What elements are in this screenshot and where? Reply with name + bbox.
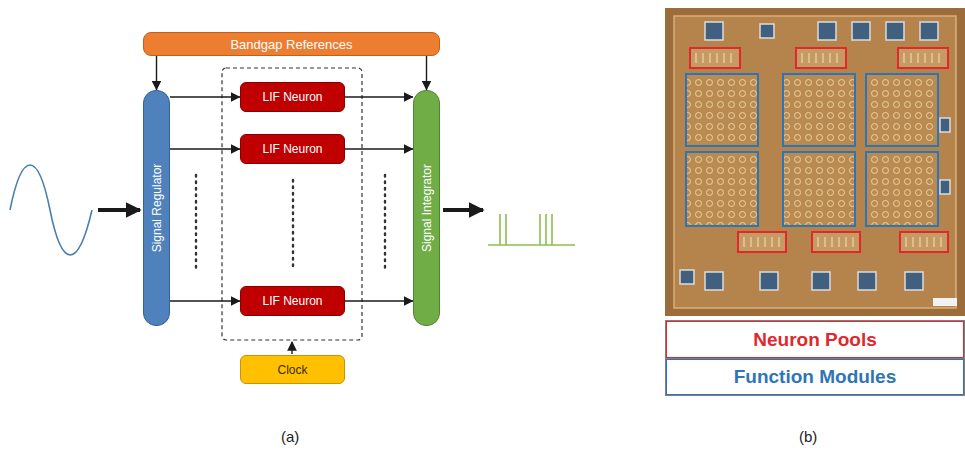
figure-shape	[686, 74, 758, 146]
figure-shape	[674, 16, 956, 308]
regulator-bar: Signal Regulator	[143, 90, 170, 326]
figure-shape	[933, 298, 957, 306]
figure-shape	[898, 48, 948, 68]
figure-shape	[690, 48, 948, 252]
figure-shape	[796, 48, 846, 68]
legend-row: Neuron Pools	[666, 321, 964, 358]
figure-shape	[696, 53, 941, 247]
ellipsis-dots	[292, 180, 294, 270]
sine-wave	[10, 165, 92, 255]
signal-arrow	[345, 148, 413, 149]
node-label: LIF Neuron	[262, 90, 322, 104]
node-label: LIF Neuron	[262, 294, 322, 308]
figure-shape	[760, 272, 778, 290]
figure-shape	[783, 74, 855, 146]
ellipsis-dots	[384, 175, 386, 270]
signal-arrow	[170, 300, 240, 301]
chip-photo	[665, 8, 965, 316]
signal-arrow	[345, 96, 413, 97]
reference-bar: Bandgap References	[143, 32, 440, 56]
panel-label: (b)	[799, 428, 817, 445]
figure-shape	[665, 8, 965, 316]
node-label: Signal Integrator	[420, 164, 434, 252]
legend-text: Function Modules	[734, 366, 897, 388]
signal-arrow	[170, 96, 240, 97]
figure-shape	[686, 152, 758, 226]
figure-shape	[802, 53, 837, 63]
figure-shape	[696, 53, 731, 63]
figure-shape	[690, 48, 740, 68]
figure-shape	[812, 272, 830, 290]
figure-shape	[866, 152, 938, 226]
signal-arrow	[426, 56, 427, 90]
figure-shape	[812, 232, 860, 252]
signal-arrow	[156, 56, 157, 90]
clock-box: Clock	[240, 355, 345, 384]
figure-shape	[920, 22, 938, 40]
legend-box: Neuron PoolsFunction Modules	[665, 320, 965, 396]
input-arrow	[98, 208, 140, 212]
signal-arrow	[170, 148, 240, 149]
figure-shape	[705, 272, 723, 290]
ellipsis-dots	[195, 175, 197, 270]
figure-shape	[705, 22, 723, 40]
neuron-box: LIF Neuron	[240, 82, 345, 112]
integrator-bar: Signal Integrator	[413, 90, 440, 326]
figure-shape	[818, 237, 853, 247]
figure-shape	[940, 180, 950, 194]
figure-shape	[686, 74, 938, 226]
neuron-box: LIF Neuron	[240, 134, 345, 164]
node-label: Bandgap References	[230, 37, 352, 52]
figure-shape	[858, 272, 876, 290]
output-arrow	[443, 208, 483, 212]
figure-shape	[904, 53, 939, 63]
figure-shape	[886, 22, 904, 40]
legend-text: Neuron Pools	[753, 329, 877, 351]
figure-shape	[866, 74, 938, 146]
neuron-array-box	[222, 68, 362, 340]
figure-shape	[906, 237, 941, 247]
legend-row: Function Modules	[666, 358, 964, 395]
clock-arrow	[291, 342, 292, 354]
figure-shape	[940, 118, 950, 132]
figure-shape	[852, 22, 870, 40]
spike-train	[488, 214, 575, 245]
figure-shape	[783, 152, 855, 226]
neuron-box: LIF Neuron	[240, 286, 345, 316]
figure-shape	[680, 22, 950, 290]
figure-shape	[905, 272, 923, 290]
figure-shape	[744, 237, 779, 247]
node-label: Clock	[277, 363, 307, 377]
node-label: LIF Neuron	[262, 142, 322, 156]
figure-shape	[900, 232, 948, 252]
figure-shape	[818, 22, 836, 40]
figure-shape	[760, 24, 774, 38]
node-label: Signal Regulator	[150, 164, 164, 253]
figure-shape	[738, 232, 786, 252]
signal-arrow	[345, 300, 413, 301]
figure-shape	[680, 270, 694, 284]
panel-label: (a)	[281, 428, 299, 445]
